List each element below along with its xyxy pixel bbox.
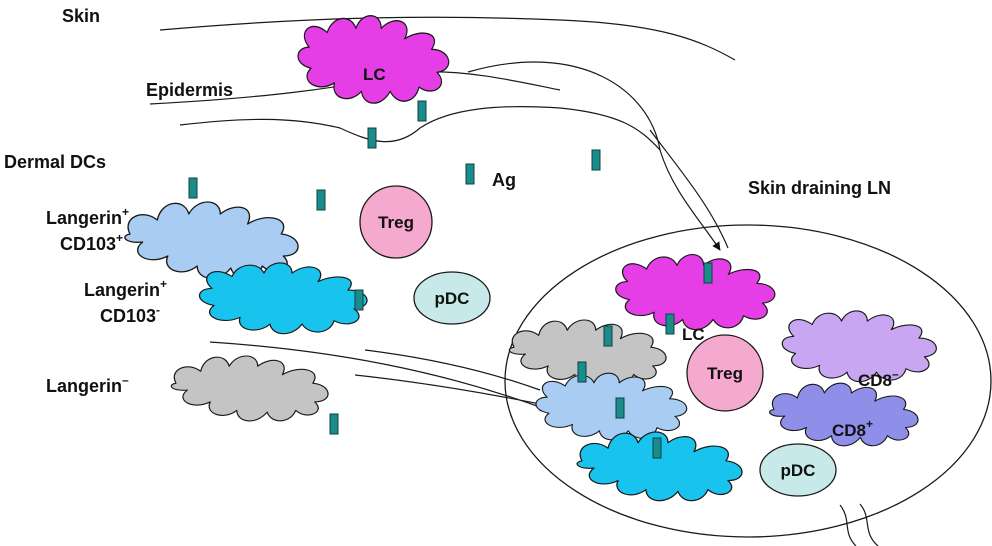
langerin-minus-ln-dc	[508, 319, 667, 386]
langerin-plus-cd103-minus-label: Langerin+ CD103-	[84, 272, 172, 326]
antigen-marker	[329, 413, 339, 435]
antigen-label: Ag	[492, 170, 516, 190]
langerin-plus-cd103-plus-label: Langerin+ CD103+	[46, 200, 134, 254]
lc-ln-cell	[615, 253, 776, 331]
dermal-dc-migration-arrow	[209, 341, 549, 412]
epidermis-label: Epidermis	[146, 80, 233, 100]
pdc-skin-label: pDC	[435, 289, 470, 308]
pdc-ln-label: pDC	[781, 461, 816, 480]
antigen-marker	[603, 325, 613, 347]
dermal-dc-migration-arrow-guide-1	[364, 349, 541, 391]
lc-migration-arrow	[467, 61, 721, 251]
skin-draining-ln-label: Skin draining LN	[748, 178, 891, 198]
antigen-marker	[615, 397, 625, 419]
lc-skin-cell	[297, 15, 450, 104]
antigen-marker	[367, 127, 377, 149]
treg-skin-cell	[359, 185, 433, 259]
antigen-marker	[577, 361, 587, 383]
antigen-marker	[417, 100, 427, 122]
dermal-dc-migration-arrow-guide-2	[354, 374, 541, 405]
antigen-marker	[665, 313, 675, 335]
langerin-plus-cd103-minus-dc	[198, 262, 368, 335]
antigen-marker	[652, 437, 662, 459]
lc-skin-label: LC	[363, 65, 386, 84]
lc-skin-shape	[297, 15, 450, 104]
antigen-marker	[703, 262, 713, 284]
skin-label: Skin	[62, 6, 100, 26]
langerin-plus-cd103-plus-ln-shape	[535, 372, 688, 441]
langerin-minus-shape	[170, 355, 329, 422]
skin-surface-line	[159, 16, 736, 61]
langerin-minus-dc	[170, 355, 329, 422]
cd8-minus-label: CD8–	[858, 367, 899, 390]
antigen-marker	[188, 177, 198, 199]
treg-ln-cell	[686, 334, 764, 412]
langerin-minus-ln-shape	[508, 319, 667, 386]
antigen-marker	[316, 189, 326, 211]
pdc-skin-cell	[413, 271, 491, 325]
antigen-marker	[465, 163, 475, 185]
langerin-plus-cd103-plus-ln-dc	[535, 372, 688, 441]
langerin-plus-cd103-minus-shape	[198, 262, 368, 335]
antigen-marker	[354, 289, 364, 311]
lymph-node-efferent-vessel	[839, 503, 879, 546]
pdc-ln-cell	[759, 443, 837, 497]
treg-ln-label: Treg	[707, 364, 743, 383]
lc-ln-shape	[615, 253, 776, 331]
lymph-node-outline	[504, 224, 992, 538]
lc-migration-arrow-guide	[649, 129, 729, 249]
cd8-plus-label: CD8+	[832, 417, 873, 440]
dermal-dcs-label: Dermal DCs	[4, 152, 106, 172]
langerin-minus-label: Langerin–	[46, 373, 129, 396]
lc-ln-label: LC	[682, 325, 705, 344]
treg-skin-label: Treg	[378, 213, 414, 232]
epidermis-lower-line	[179, 106, 661, 151]
antigen-marker	[591, 149, 601, 171]
